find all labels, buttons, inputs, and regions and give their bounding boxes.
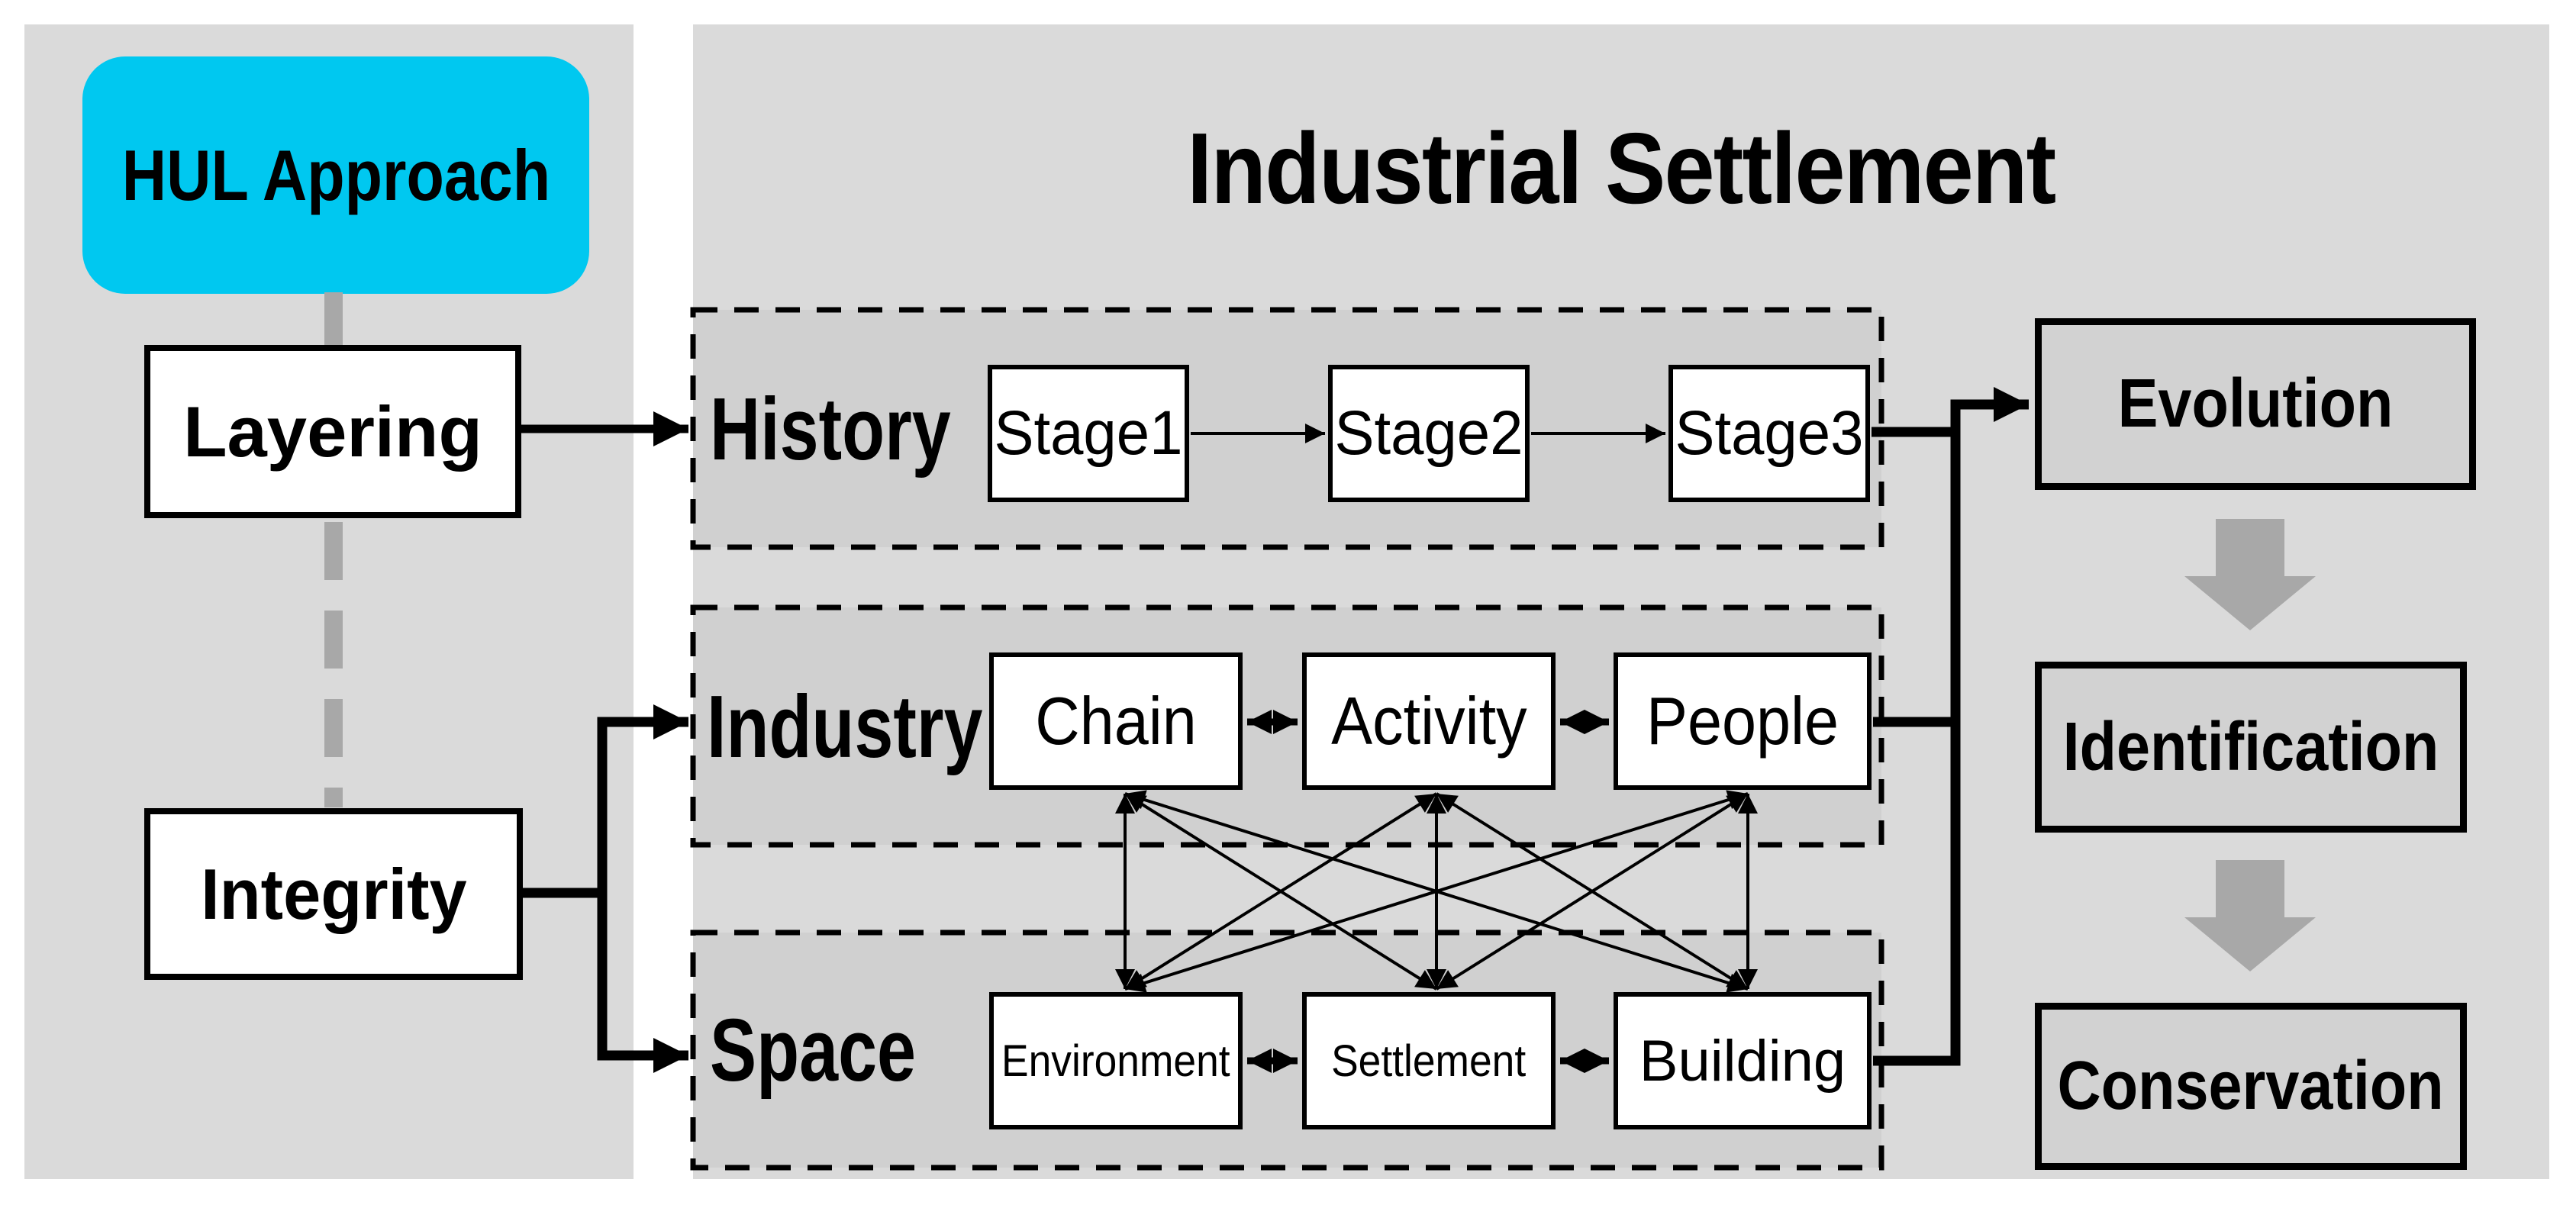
stage3-box: Stage3 [1668,365,1870,502]
conservation-box: Conservation [2035,1003,2467,1170]
chain-box: Chain [989,652,1243,790]
people-box: People [1614,652,1872,790]
chain-label: Chain [1035,683,1197,759]
activity-box: Activity [1302,652,1556,790]
space-row-label: Space [710,933,971,1168]
environment-box: Environment [989,992,1243,1129]
page-title: Industrial Settlement [693,107,2549,229]
hul-approach-box: HUL Approach [82,56,589,294]
building-box: Building [1614,992,1872,1129]
building-label: Building [1639,1028,1846,1094]
history-label-text: History [710,379,951,478]
page-title-text: Industrial Settlement [1187,111,2056,224]
evolution-label: Evolution [2117,366,2394,442]
activity-label: Activity [1330,683,1527,759]
hul-approach-label: HUL Approach [121,134,550,215]
conservation-label: Conservation [2057,1048,2445,1124]
stage1-box: Stage1 [988,365,1189,502]
identification-box: Identification [2035,662,2467,833]
environment-label: Environment [1001,1036,1230,1086]
history-row-label: History [710,310,1015,547]
layering-label: Layering [183,391,482,472]
stage2-box: Stage2 [1328,365,1530,502]
stage1-label: Stage1 [994,398,1183,468]
settlement-label: Settlement [1331,1036,1527,1086]
evolution-box: Evolution [2035,318,2476,490]
integrity-label: Integrity [200,853,467,934]
stage3-label: Stage3 [1675,398,1864,468]
space-label-text: Space [710,1000,917,1100]
people-label: People [1646,683,1839,759]
integrity-box: Integrity [144,808,523,980]
layering-box: Layering [144,345,521,518]
settlement-box: Settlement [1302,992,1556,1129]
stage2-label: Stage2 [1334,398,1523,468]
identification-label: Identification [2062,708,2439,785]
industry-label-text: Industry [707,676,983,776]
